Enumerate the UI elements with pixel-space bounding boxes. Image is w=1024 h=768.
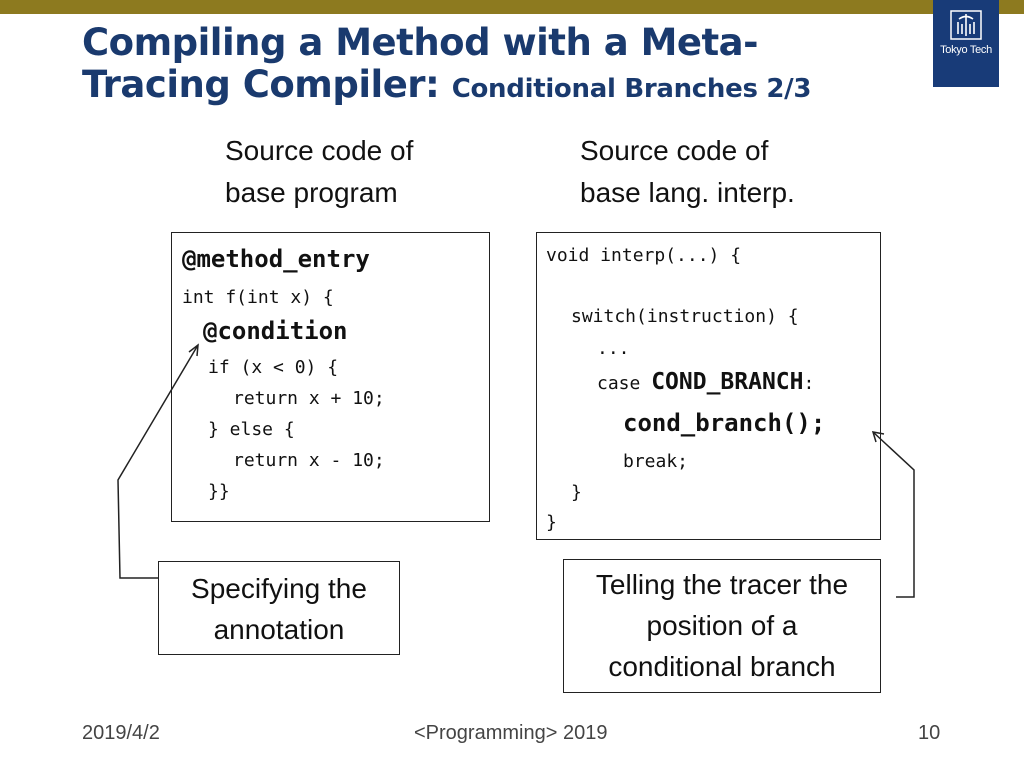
left-connector-arrow — [117, 343, 199, 579]
code-condition-annotation: @condition — [203, 317, 348, 345]
code-line: if (x < 0) { — [208, 357, 339, 378]
tracer-note-line-1: Telling the tracer the — [595, 569, 849, 600]
tracer-note-box: Telling the tracer the position of a con… — [563, 559, 881, 693]
code-case-line: case COND_BRANCH: — [597, 369, 814, 395]
page-number: 10 — [918, 722, 941, 744]
annotation-note-line-2: annotation — [213, 614, 345, 645]
code-line: } — [571, 482, 582, 503]
code-line: return x + 10; — [233, 388, 385, 409]
right-caption-line-2: base lang. interp. — [580, 177, 795, 208]
code-colon: : — [803, 373, 815, 394]
tokyo-tech-logo: Tokyo Tech — [933, 0, 999, 87]
code-cond-branch-call: cond_branch(); — [623, 409, 826, 437]
tokyo-tech-emblem-icon — [950, 10, 982, 40]
code-line: } else { — [208, 419, 295, 440]
code-cond-branch-constant: COND_BRANCH — [651, 369, 804, 395]
logo-text: Tokyo Tech — [940, 44, 992, 56]
annotation-note-line-1: Specifying the — [191, 573, 367, 604]
code-line: int f(int x) { — [182, 287, 334, 308]
code-line: break; — [623, 451, 689, 472]
interpreter-code-box: void interp(...) { switch(instruction) {… — [536, 232, 881, 540]
title-line-2: Tracing Compiler: Conditional Branches 2… — [82, 64, 932, 110]
code-line: } — [546, 512, 557, 533]
slide-title: Compiling a Method with a Meta- Tracing … — [82, 22, 932, 110]
title-subtitle: Conditional Branches 2/3 — [451, 74, 812, 104]
code-line: ... — [597, 338, 630, 359]
right-connector-arrow — [871, 431, 915, 598]
title-main-part: Tracing Compiler: — [82, 63, 440, 106]
base-program-code-box: @method_entry int f(int x) { @condition … — [171, 232, 490, 522]
title-line-1: Compiling a Method with a Meta- — [82, 21, 759, 64]
footer-conference: <Programming> 2019 — [414, 722, 608, 744]
code-line: void interp(...) { — [546, 245, 742, 266]
left-caption: Source code of base program — [225, 130, 413, 214]
annotation-note-box: Specifying the annotation — [158, 561, 400, 655]
top-accent-bar — [0, 0, 1024, 14]
left-caption-line-1: Source code of — [225, 135, 414, 166]
code-line: return x - 10; — [233, 450, 385, 471]
code-case-keyword: case — [597, 373, 652, 394]
tracer-note-line-3: conditional branch — [608, 651, 836, 682]
code-method-entry-annotation: @method_entry — [182, 245, 370, 273]
code-line: switch(instruction) { — [571, 306, 799, 327]
footer-date: 2019/4/2 — [82, 722, 160, 744]
code-line: }} — [208, 481, 230, 502]
right-caption: Source code of base lang. interp. — [580, 130, 795, 214]
tracer-note-line-2: position of a — [646, 610, 798, 641]
right-caption-line-1: Source code of — [580, 135, 769, 166]
left-caption-line-2: base program — [225, 177, 398, 208]
